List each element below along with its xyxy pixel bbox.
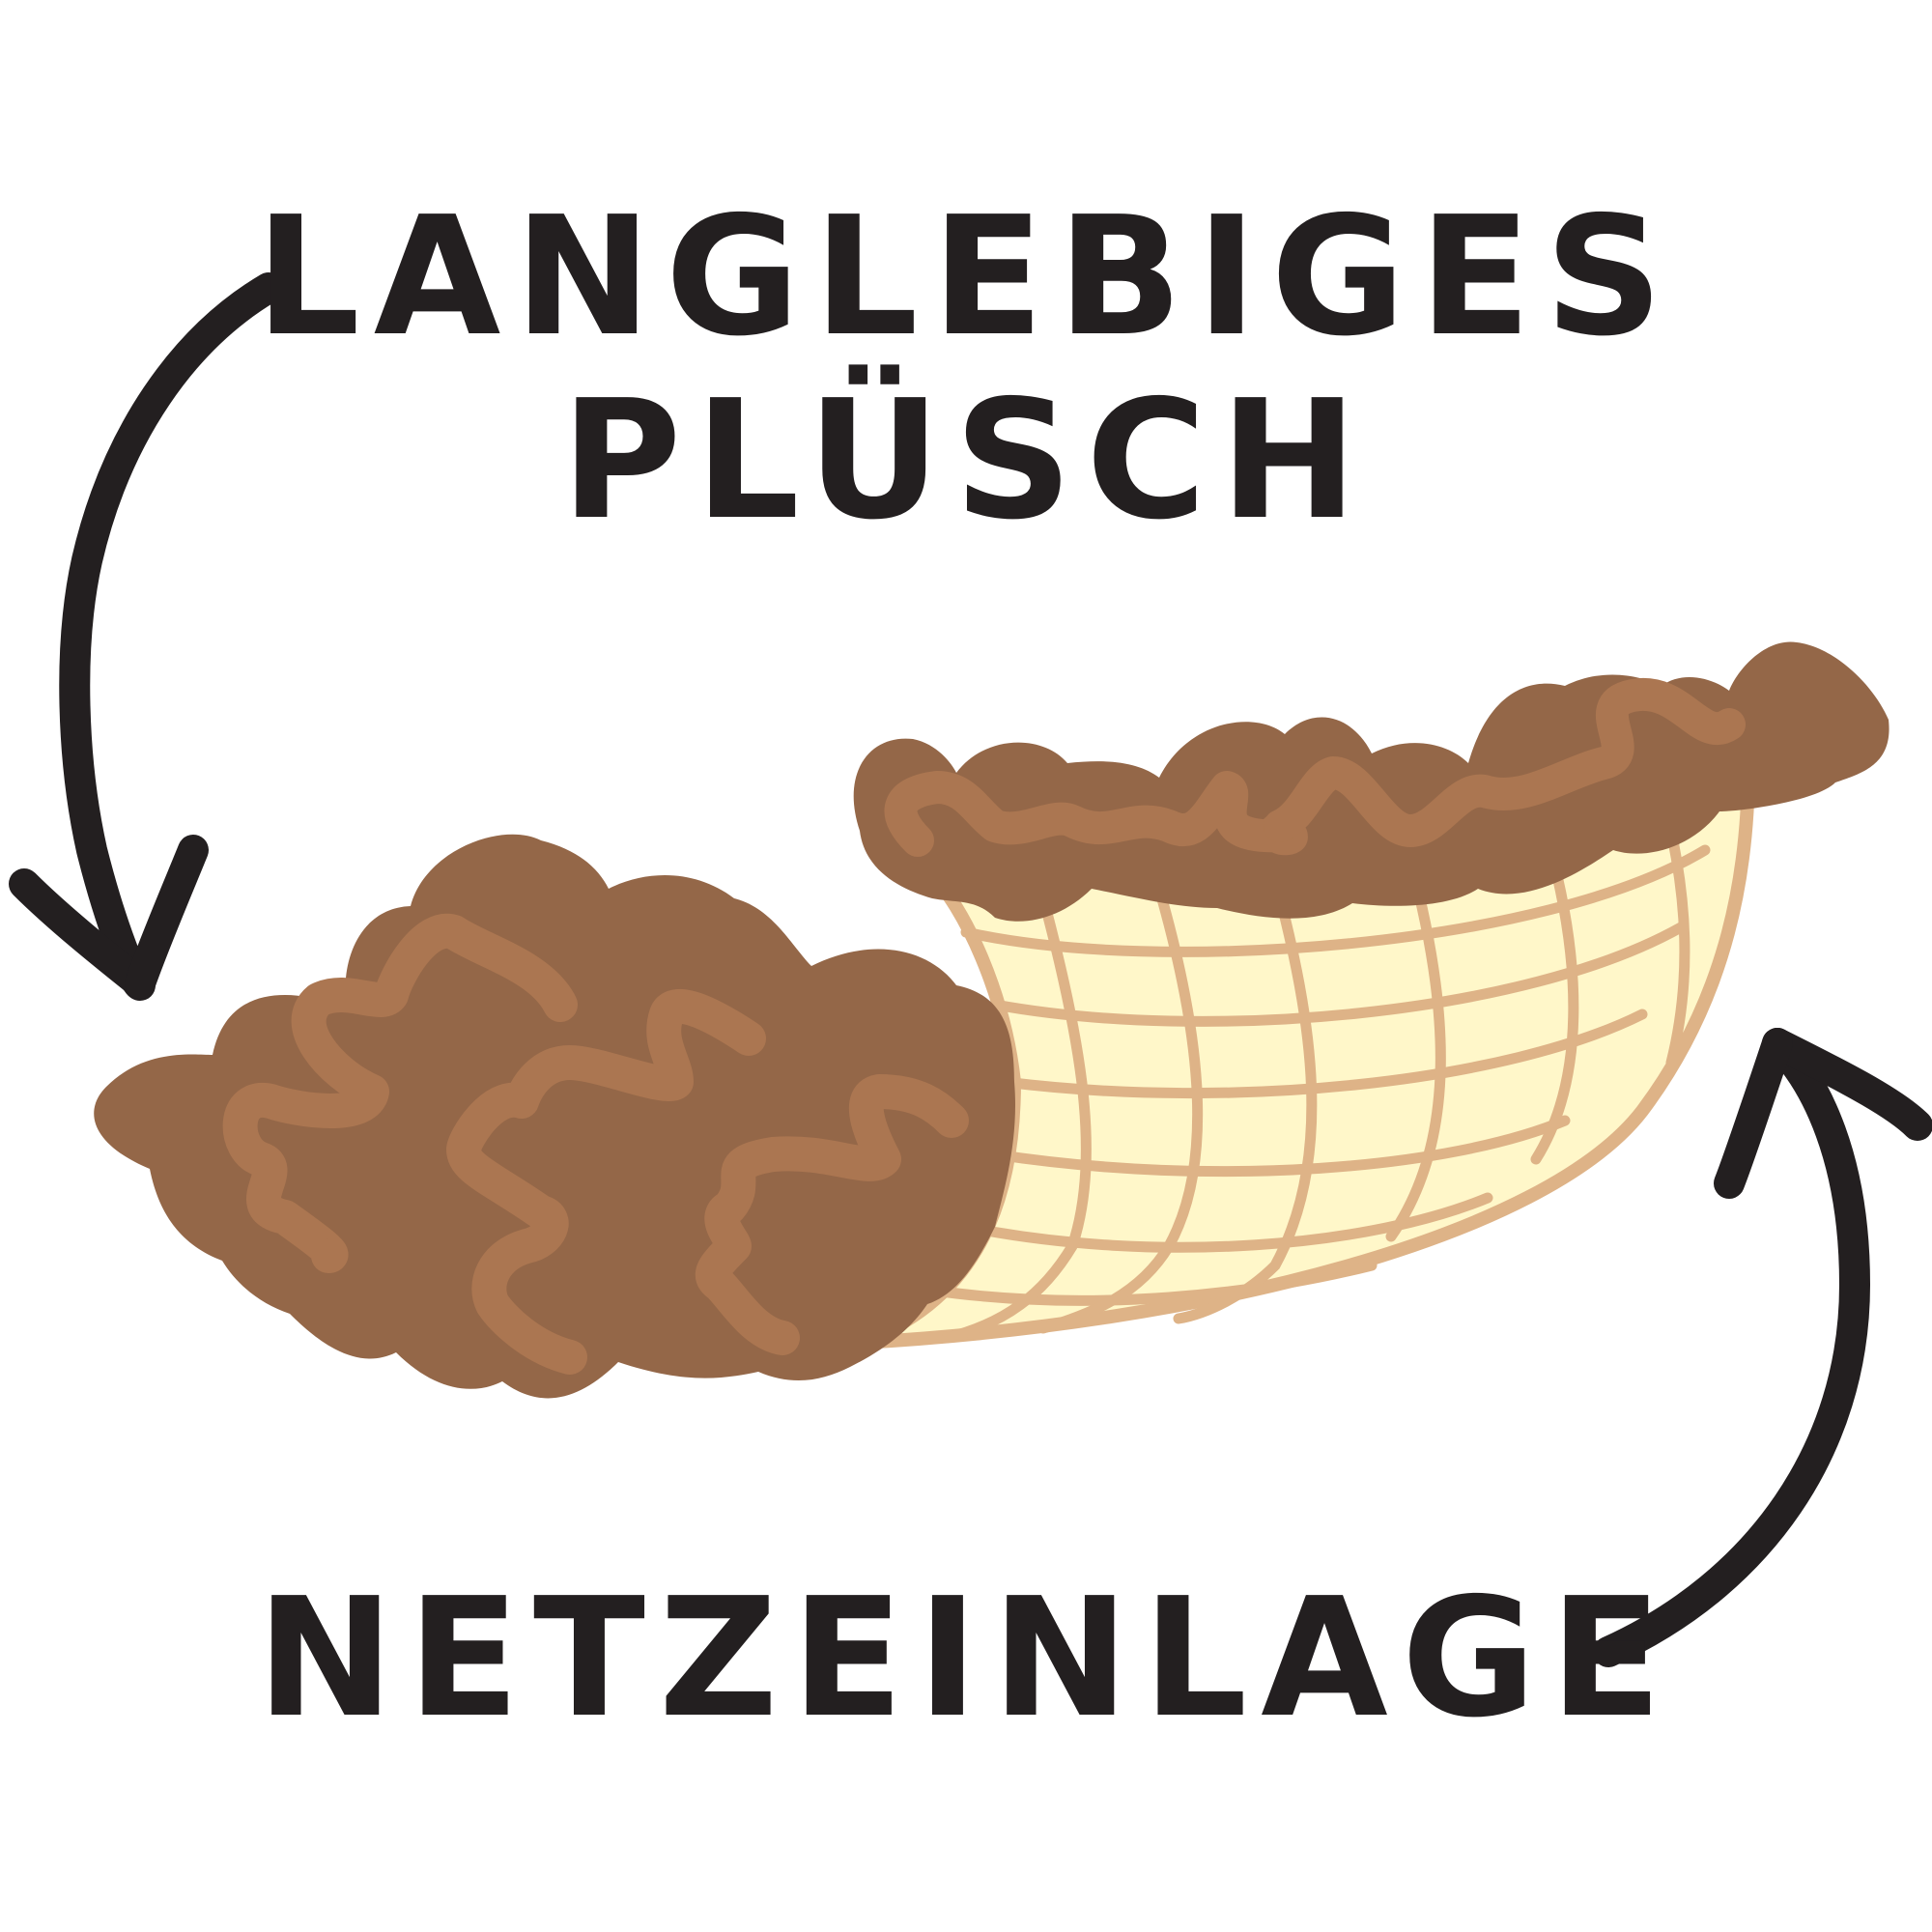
label-bottom: NETZEINLAGE: [257, 1563, 1676, 1754]
curved-arrow-down-icon: [9, 272, 284, 1001]
curved-arrow-up-icon: [1593, 1028, 1932, 1667]
plush-rim-icon: [853, 641, 1889, 922]
plush-fur-icon: [94, 834, 1015, 1399]
label-top-line1: LANGLEBIGES: [255, 182, 1676, 373]
label-top-line2: PLÜSCH: [561, 364, 1371, 556]
